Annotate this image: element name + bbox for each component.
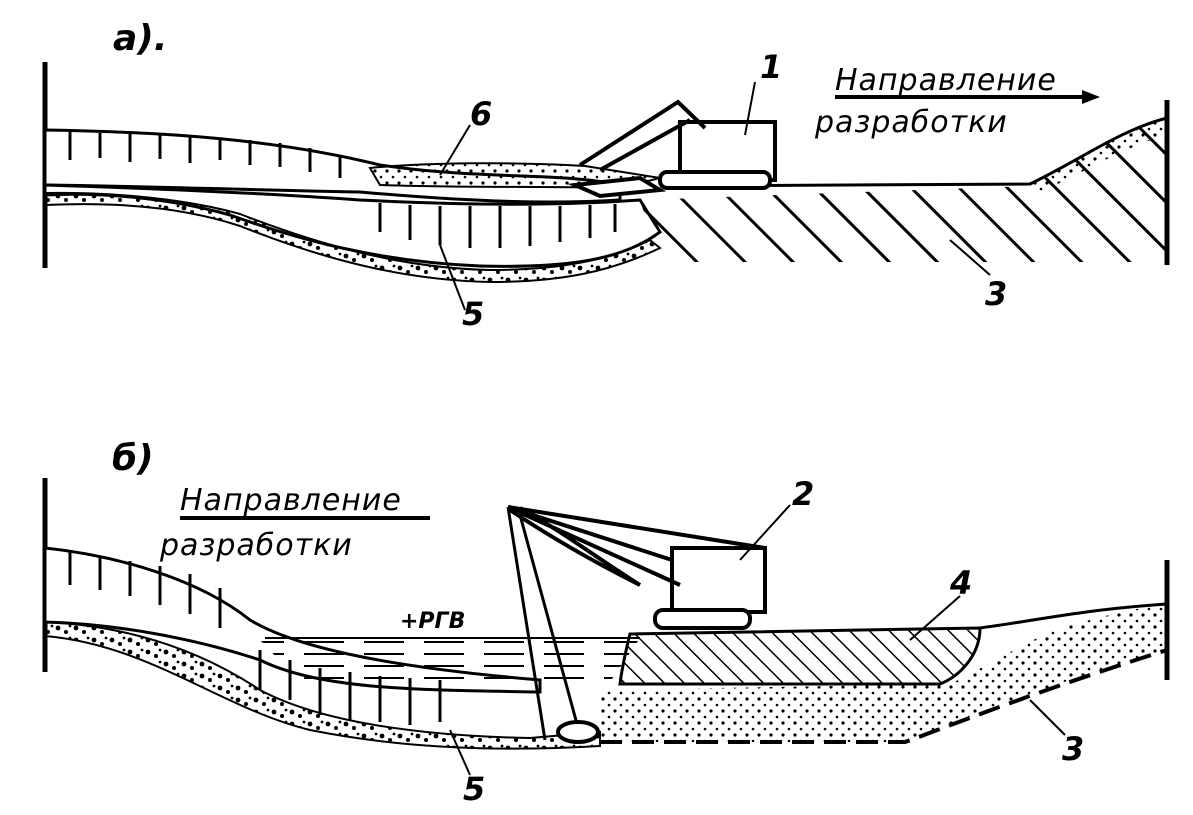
bulldozer-blade (567, 175, 667, 199)
water-level-label: +РГВ (400, 609, 465, 634)
panel-b-bedrock-contact (44, 620, 601, 750)
panel-a-arrow-head (1082, 90, 1100, 104)
panel-b: б) Направление разработки +РГВ 2 4 5 3 (42, 438, 1170, 808)
panel-b-topsoil-layer (43, 546, 542, 694)
panel-b-unmined-bench (618, 626, 982, 686)
leader-4 (909, 595, 961, 641)
panel-a-slope-gravel (1030, 118, 1167, 192)
leader-3a (949, 239, 991, 276)
panel-b-base-dashed (600, 648, 1168, 744)
panel-a-mined-ticks (378, 203, 617, 248)
dragline-bucket (556, 720, 600, 744)
panel-a-topsoil-ticks (68, 132, 342, 178)
panel-a: а). Направление разработки 1 6 5 3 (42, 18, 1170, 333)
callout-1: 1 (760, 48, 782, 86)
callout-5-a: 5 (462, 295, 484, 333)
panel-b-direction-line1: Направление (180, 483, 402, 518)
panel-a-direction-line1: Направление (835, 63, 1057, 98)
callout-6: 6 (470, 95, 492, 133)
panel-a-direction-line2: разработки (814, 105, 1008, 140)
panel-a-label: а). (113, 18, 167, 59)
callout-3-b: 3 (1062, 730, 1084, 768)
panel-a-unmined-bench (640, 118, 1167, 262)
callout-5-b: 5 (463, 770, 485, 808)
leader-2 (739, 504, 791, 561)
dragline-base (653, 608, 752, 630)
callout-2: 2 (792, 475, 814, 513)
dragline (506, 505, 767, 744)
callout-3-a: 3 (985, 275, 1007, 313)
panel-b-surface-right (979, 602, 1168, 630)
panel-b-direction-line2: разработки (159, 528, 353, 563)
leader-6 (439, 124, 471, 176)
leader-5b (449, 729, 471, 776)
panel-b-label: б) (112, 438, 154, 479)
leader-3b (1029, 699, 1066, 736)
leader-1 (744, 81, 756, 136)
dragline-cabin (670, 546, 767, 614)
panel-b-water (260, 638, 640, 682)
panel-b-sand-layer (600, 604, 1167, 742)
leader-5a (439, 244, 466, 311)
bulldozer (567, 99, 777, 199)
bulldozer-track (658, 170, 772, 190)
callout-4: 4 (949, 564, 972, 602)
panel-b-topsoil-ticks (68, 552, 442, 725)
